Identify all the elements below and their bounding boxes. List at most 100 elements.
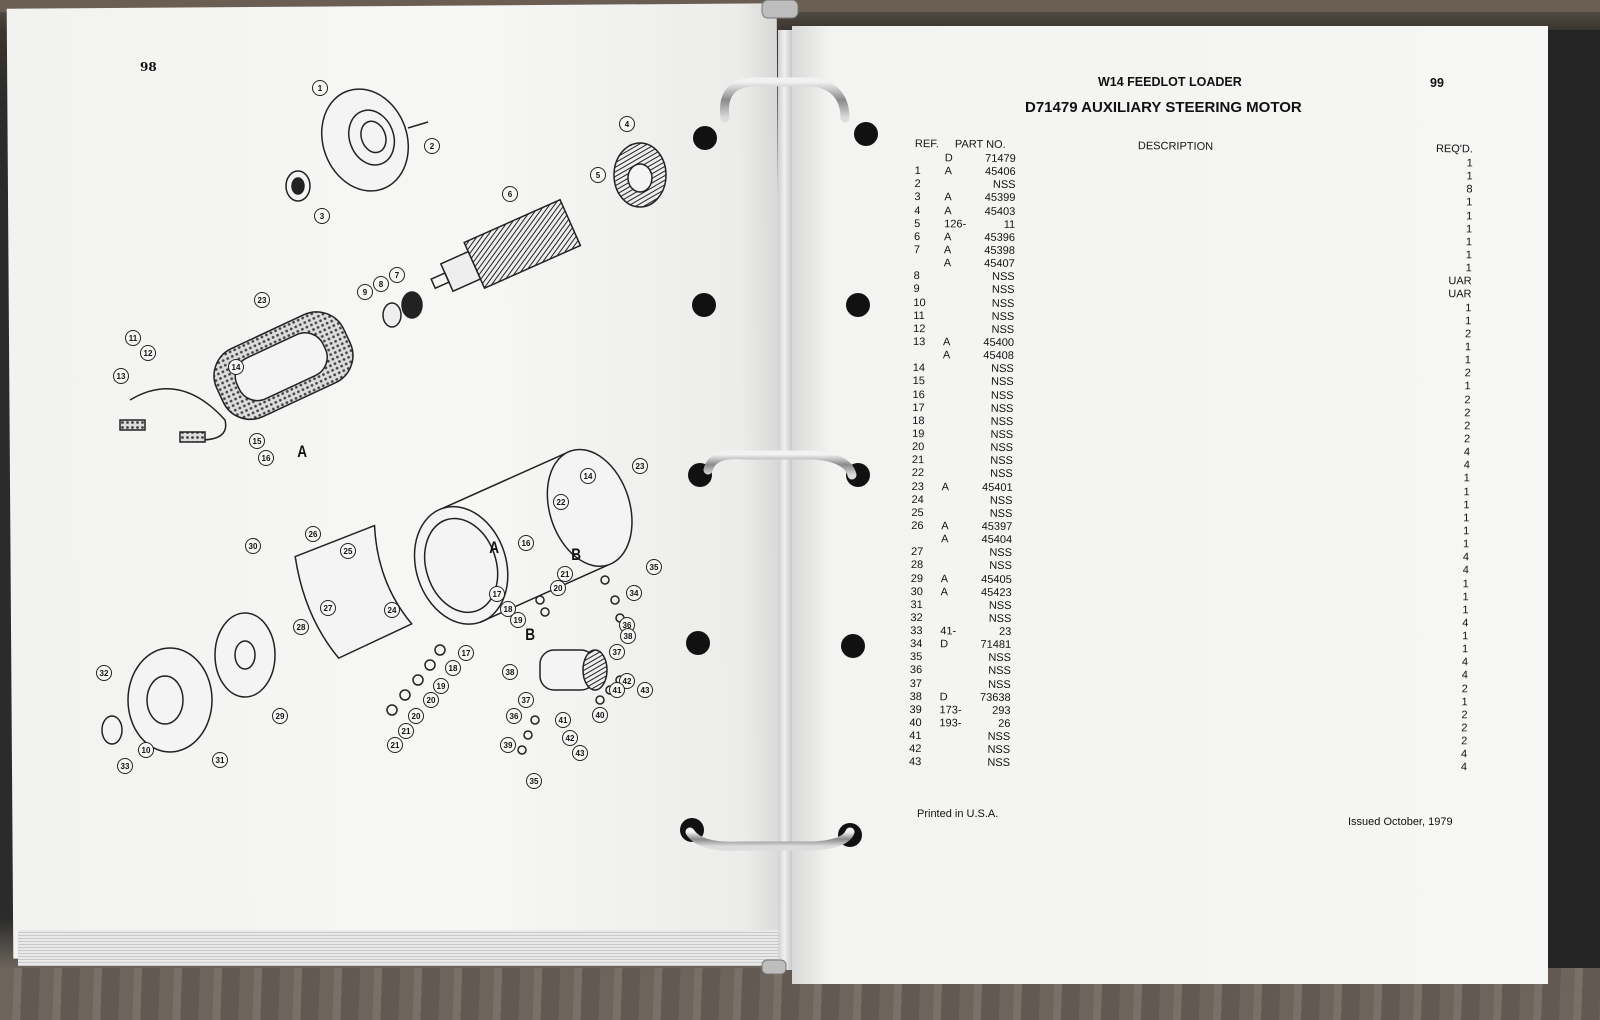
dot-leader [1030,153,1041,156]
quantity-required: 4 [1460,748,1468,761]
part-prefix: A [941,480,950,493]
binder-spine [778,30,794,970]
part-prefix: 126- [944,218,967,231]
ref-number: 16 [912,388,925,401]
dot-leader [1052,403,1063,406]
dot-leader [1053,284,1064,287]
part-description: SCREW - solenoid mounting [1026,705,1169,709]
callout-number: 38 [620,628,636,644]
part-description: PLUG - welsh, bearing [1038,626,1152,630]
dot-leader [1038,626,1049,629]
part-number: NSS [991,271,1015,284]
part-prefix: 41- [940,625,957,638]
part-number: 45399 [984,192,1016,205]
callout-number: 25 [340,543,356,559]
part-description: SCREW - brush retaining [1041,311,1167,315]
dot-leader [1025,665,1036,668]
part-number: NSS [987,757,1011,770]
callout-number: 35 [646,559,662,575]
dot-leader [1050,586,1061,590]
callout-number: 31 [212,752,228,768]
part-description: KEY - Woodruff [1042,219,1121,223]
ref-number: 34 [910,638,923,651]
part-description: WASHER - lock [1026,666,1106,670]
part-number: NSS [987,744,1011,757]
callout-number: 29 [272,708,288,724]
part-number: 45401 [981,481,1013,494]
quantity-required: 1 [1463,485,1470,498]
callout-number: 21 [387,737,403,753]
dot-leader [1041,310,1052,314]
callout-number: 41 [555,712,571,728]
part-description: WASHER - .015" (.38 mm) thick [1054,272,1213,276]
quantity-required: 1 [1461,643,1469,656]
parts-table: REF. PART NO. DESCRIPTION REQ'D. D71479M… [907,138,1473,775]
quantity-required: 4 [1461,656,1469,669]
part-description: PLATE - end, commutator end [1039,534,1190,538]
part-prefix: A [940,572,949,585]
quantity-required: 2 [1464,420,1471,433]
ref-number: 15 [912,375,925,388]
ref-number: 35 [909,651,923,664]
field-winding [213,311,354,421]
part-prefix: A [944,191,952,204]
solenoid [539,649,608,691]
part-number: 45406 [985,165,1016,179]
ref-number: 19 [912,427,925,441]
quantity-required: 1 [1462,538,1470,551]
part-prefix: D [944,152,953,165]
punch-hole [693,126,717,150]
part-description: FAN - cooling [1042,206,1111,210]
quantity-required: 1 [1462,604,1469,617]
hardware-stack-terminal [386,644,446,716]
punch-hole [846,293,870,317]
callout-number: 42 [562,730,578,746]
part-prefix: D [940,638,949,651]
dot-leader [1041,258,1052,261]
callout-number: 28 [293,619,309,635]
dot-leader [1025,678,1036,681]
part-number: 45398 [984,244,1015,257]
callout-number: 27 [320,600,336,616]
callout-number: 19 [433,678,449,694]
ref-number: 11 [913,309,925,322]
quantity-required: 1 [1462,630,1469,643]
part-prefix: A [942,349,951,362]
dot-leader [1041,337,1052,340]
quantity-required: 1 [1464,354,1471,367]
part-description: BRUSH SET - includes 8 brushes [1041,337,1208,341]
part-prefix: A [942,336,951,349]
dot-leader [1039,481,1050,484]
callout-number: 9 [357,284,373,300]
part-description: NUT - hex [1052,456,1105,460]
ref-number: 39 [909,703,922,717]
callout-number: 2 [424,138,440,154]
callout-number: 43 [637,682,653,698]
dot-leader [1042,179,1053,182]
quantity-required: 4 [1462,564,1469,577]
callout-number: 16 [258,450,274,466]
ref-number: 18 [912,414,925,427]
part-description: WASHER - insulation, inner [1053,390,1191,394]
part-description: WASHER - insulation, outer [1052,416,1190,420]
part-description: NUT - hex [1025,758,1078,762]
cover-band [294,524,413,660]
part-description: WASHER - lock [1052,442,1132,446]
ref-number: 41 [909,730,922,743]
ref-number: 37 [909,677,923,690]
part-number: NSS [991,323,1015,336]
part-description: NUT - hex [1026,652,1079,656]
callout-number: 37 [518,692,534,708]
dot-leader [1052,429,1063,432]
part-number: 45400 [983,336,1015,349]
ref-number: 8 [913,270,920,283]
ref-number: 20 [911,441,925,454]
quantity-required: 2 [1463,433,1471,446]
part-number: NSS [992,179,1016,192]
callout-number: 11 [125,330,141,346]
part-description: WASHER - .032" (.81 mm) thick [1054,285,1213,289]
ref-number: 23 [911,480,924,493]
drive-end-plate [320,88,410,192]
quantity-required: 1 [1465,236,1473,249]
brush-plate [214,612,276,698]
